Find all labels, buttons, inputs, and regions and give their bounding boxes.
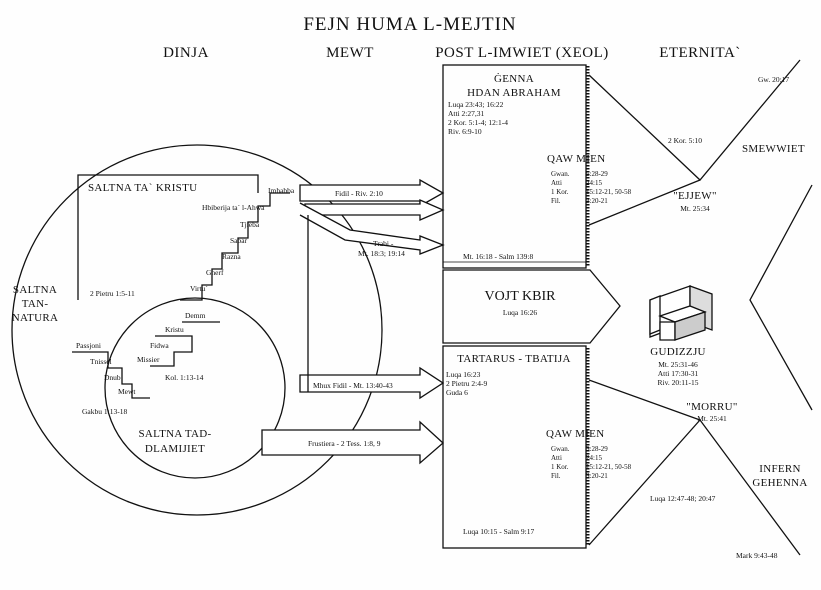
mark-ref: Mark 9:43-48 bbox=[736, 551, 778, 560]
kol-ref: Kol. 1:13-14 bbox=[165, 373, 204, 382]
qaw-ref: 24:15 bbox=[586, 454, 602, 462]
lower-box bbox=[442, 345, 587, 549]
sin-stair-3: Dnub bbox=[104, 373, 121, 382]
hdan-abraham-label: HDAN ABRAHAM bbox=[467, 87, 561, 99]
col-dinja: DINJA bbox=[163, 45, 209, 61]
qaw-ref: 15:12-21, 50-58 bbox=[586, 188, 632, 196]
col-eternita: ETERNITA` bbox=[659, 45, 741, 61]
upper-footer: Mt. 16:18 - Salm 139:8 bbox=[463, 252, 533, 261]
upper-ref: 2 Kor. 5:1-4; 12:1-4 bbox=[448, 118, 508, 127]
page-title: FEJN HUMA L-MEJTIN bbox=[303, 14, 516, 35]
qaw-ref: 3:20-21 bbox=[586, 472, 608, 480]
infern-label: INFERN bbox=[759, 463, 801, 475]
throne-icon bbox=[649, 285, 713, 341]
qaw-ref: Gwan. bbox=[551, 170, 570, 178]
sin-stair-4: Mewt bbox=[118, 387, 136, 396]
luqa-ref: Luqa 12:47-48; 20:47 bbox=[650, 494, 716, 503]
arrow-fidil bbox=[299, 178, 445, 208]
qaw-ref: 15:12-21, 50-58 bbox=[586, 463, 632, 471]
sin-stairs bbox=[72, 351, 150, 399]
qawmien-lower: QAW MIEN bbox=[546, 428, 604, 440]
lower-ref: Luqa 16:23 bbox=[446, 370, 481, 379]
gehenna-label: GEHENNA bbox=[752, 477, 807, 489]
arrow-trabi bbox=[299, 202, 445, 255]
arrow-frustiera bbox=[261, 420, 444, 465]
upper-box bbox=[442, 64, 587, 269]
vojt-kbir-ref: Luqa 16:26 bbox=[503, 308, 538, 317]
upper-ref: Riv. 6:9-10 bbox=[448, 127, 482, 136]
gudizzju-ref: Riv. 20:11-15 bbox=[658, 378, 699, 387]
lower-ref: 2 Pietru 2:4-9 bbox=[446, 379, 487, 388]
saltna-tad-dlamijiet-1: SALTNA TAD- bbox=[138, 428, 211, 440]
upper-ref: Luqa 23:43; 16:22 bbox=[448, 100, 504, 109]
inner-stair-4: Missier bbox=[137, 355, 160, 364]
lower-ref: Guda 6 bbox=[446, 388, 468, 397]
saltna-tan-natura-2: TAN- bbox=[22, 298, 49, 310]
saltna-ta-kristu: SALTNA TA` KRISTU bbox=[88, 182, 197, 194]
arrow-upper-2 bbox=[304, 199, 445, 221]
qaw-ref: 3:20-21 bbox=[586, 197, 608, 205]
stair-4: Sabar bbox=[230, 236, 248, 245]
stair-3: Tjieba bbox=[240, 220, 260, 229]
qaw-ref: 5:28-29 bbox=[586, 445, 608, 453]
pietru-ref: 2 Pietru 1:5-11 bbox=[90, 289, 135, 298]
arrow-mhux-fidil bbox=[299, 366, 445, 400]
upper-ref: Atti 2:27,31 bbox=[448, 109, 485, 118]
lower-footer: Luqa 10:15 - Salm 9:17 bbox=[463, 527, 534, 536]
vojt-arrow bbox=[442, 269, 621, 344]
stair-6: Gherf bbox=[206, 268, 224, 277]
stair-5: Razna bbox=[222, 252, 241, 261]
saltna-tan-natura-3: NATURA bbox=[12, 312, 58, 324]
qaw-ref: 24:15 bbox=[586, 179, 602, 187]
col-mewt: MEWT bbox=[326, 45, 374, 61]
qaw-ref: Atti bbox=[551, 454, 562, 462]
world-circle bbox=[11, 144, 383, 516]
qawmien-upper: QAW MIEN bbox=[547, 153, 605, 165]
trabi-label-1: Trabi - bbox=[373, 239, 394, 248]
inner-circle bbox=[104, 297, 286, 479]
qaw-ref: Fil. bbox=[551, 197, 561, 205]
stair-7: Virtu` bbox=[190, 284, 208, 293]
gudizzju-ref: Atti 17:30-31 bbox=[658, 369, 699, 378]
saltna-tad-dlamijiet-2: DLAMIJIET bbox=[145, 443, 205, 455]
ejjew-ref: Mt. 25:34 bbox=[680, 204, 710, 213]
tartarus-label: TARTARUS - TBATIJA bbox=[457, 353, 570, 365]
gudizzju-ref: Mt. 25:31-46 bbox=[658, 360, 698, 369]
frustiera-label: Frustiera - 2 Tess. 1:8, 9 bbox=[308, 439, 381, 448]
morru-label: "MORRU" bbox=[686, 401, 737, 413]
gw-ref: Gw. 20:17 bbox=[758, 75, 789, 84]
stair-1: Imhabba bbox=[268, 186, 295, 195]
mhux-fidil-label: Mhux Fidil - Mt. 13:40-43 bbox=[313, 381, 393, 390]
morru-ref: Mt. 25:41 bbox=[697, 414, 727, 423]
gudizzju-label: GUDIZZJU bbox=[650, 346, 706, 358]
qaw-ref: 5:28-29 bbox=[586, 170, 608, 178]
trabi-label-2: Mt. 18:3; 19:14 bbox=[358, 249, 405, 258]
sin-stair-2: Tnissel bbox=[90, 357, 112, 366]
qaw-ref: Gwan. bbox=[551, 445, 570, 453]
gakbu-ref: Gakbu 1:13-18 bbox=[82, 407, 127, 416]
kor-ref: 2 Kor. 5:10 bbox=[668, 136, 702, 145]
qaw-ref: Atti bbox=[551, 179, 562, 187]
genna-label: ĠENNA bbox=[494, 73, 534, 85]
throne-notch bbox=[749, 184, 813, 411]
vojt-kbir-label: VOJT KBIR bbox=[485, 289, 557, 304]
sin-stair-1: Passjoni bbox=[76, 341, 101, 350]
stair-2: Hbiberija ta` l-Ahwa bbox=[202, 203, 265, 212]
inner-stair-2: Kristu bbox=[165, 325, 184, 334]
qaw-ref: 1 Kor. bbox=[551, 463, 569, 471]
qaw-ref: Fil. bbox=[551, 472, 561, 480]
col-post: POST L-IMWIET (XEOL) bbox=[435, 45, 609, 61]
smewwiet-label: SMEWWIET bbox=[742, 143, 805, 155]
saltna-tan-natura-1: SALTNA bbox=[13, 284, 57, 296]
redemption-stairs bbox=[150, 335, 193, 367]
inner-stair-3: Fidwa bbox=[150, 341, 169, 350]
ejjew-label: "EJJEW" bbox=[673, 190, 716, 202]
virtue-stairs bbox=[180, 192, 290, 301]
fidil-label: Fidil - Riv. 2:10 bbox=[335, 189, 383, 198]
inner-stair-1: Demm bbox=[185, 311, 206, 320]
kristu-frame bbox=[77, 174, 259, 300]
qaw-ref: 1 Kor. bbox=[551, 188, 569, 196]
